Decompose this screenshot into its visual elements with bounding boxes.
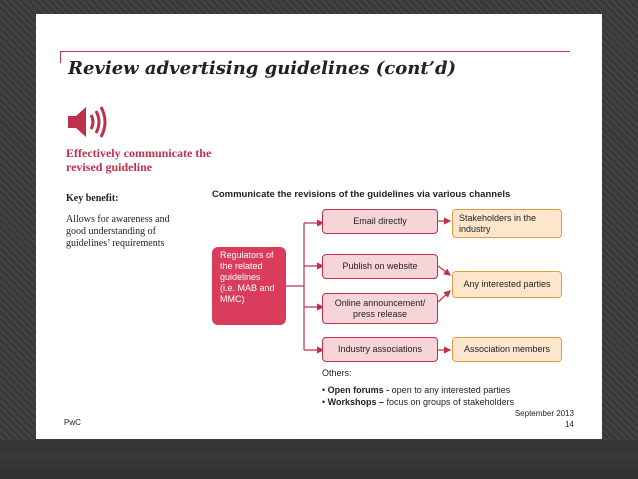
diagram-connectors [286, 217, 452, 354]
title-rule-horizontal [60, 51, 570, 52]
audience-stakeholders: Stakeholders in the industry [452, 209, 562, 238]
speaker-icon [66, 102, 108, 147]
footer-date: September 2013 [514, 409, 574, 418]
audience-interested-parties: Any interested parties [452, 271, 562, 298]
subtitle: Effectively communicate the revised guid… [66, 146, 212, 174]
channel-website: Publish on website [322, 254, 438, 279]
others-label: Others: [322, 368, 352, 378]
diagram-heading: Communicate the revisions of the guideli… [212, 189, 511, 200]
title-rule-vertical [60, 51, 61, 63]
slide-title: Review advertising guidelines (cont’d) [68, 58, 457, 79]
audience-association-members: Association members [452, 337, 562, 362]
bottom-band [0, 440, 638, 479]
list-item: • Workshops – focus on groups of stakeho… [322, 397, 515, 407]
regulators-box: Regulators of the related guidelines (i.… [212, 247, 286, 325]
channel-email: Email directly [322, 209, 438, 234]
key-benefit-text: Allows for awareness and good understand… [66, 214, 170, 249]
footer-brand: PwC [64, 418, 81, 427]
others-list: • Open forums - open to any interested p… [322, 384, 514, 408]
channel-online-announcement: Online announcement/ press release [322, 293, 438, 324]
page-number: 14 [565, 420, 574, 429]
key-benefit-heading: Key benefit: [66, 193, 119, 204]
channel-industry-associations: Industry associations [322, 337, 438, 362]
footer-date-page: September 2013 14 [515, 408, 574, 430]
slide: Review advertising guidelines (cont’d) E… [36, 14, 602, 439]
list-item: • Open forums - open to any interested p… [322, 385, 511, 395]
